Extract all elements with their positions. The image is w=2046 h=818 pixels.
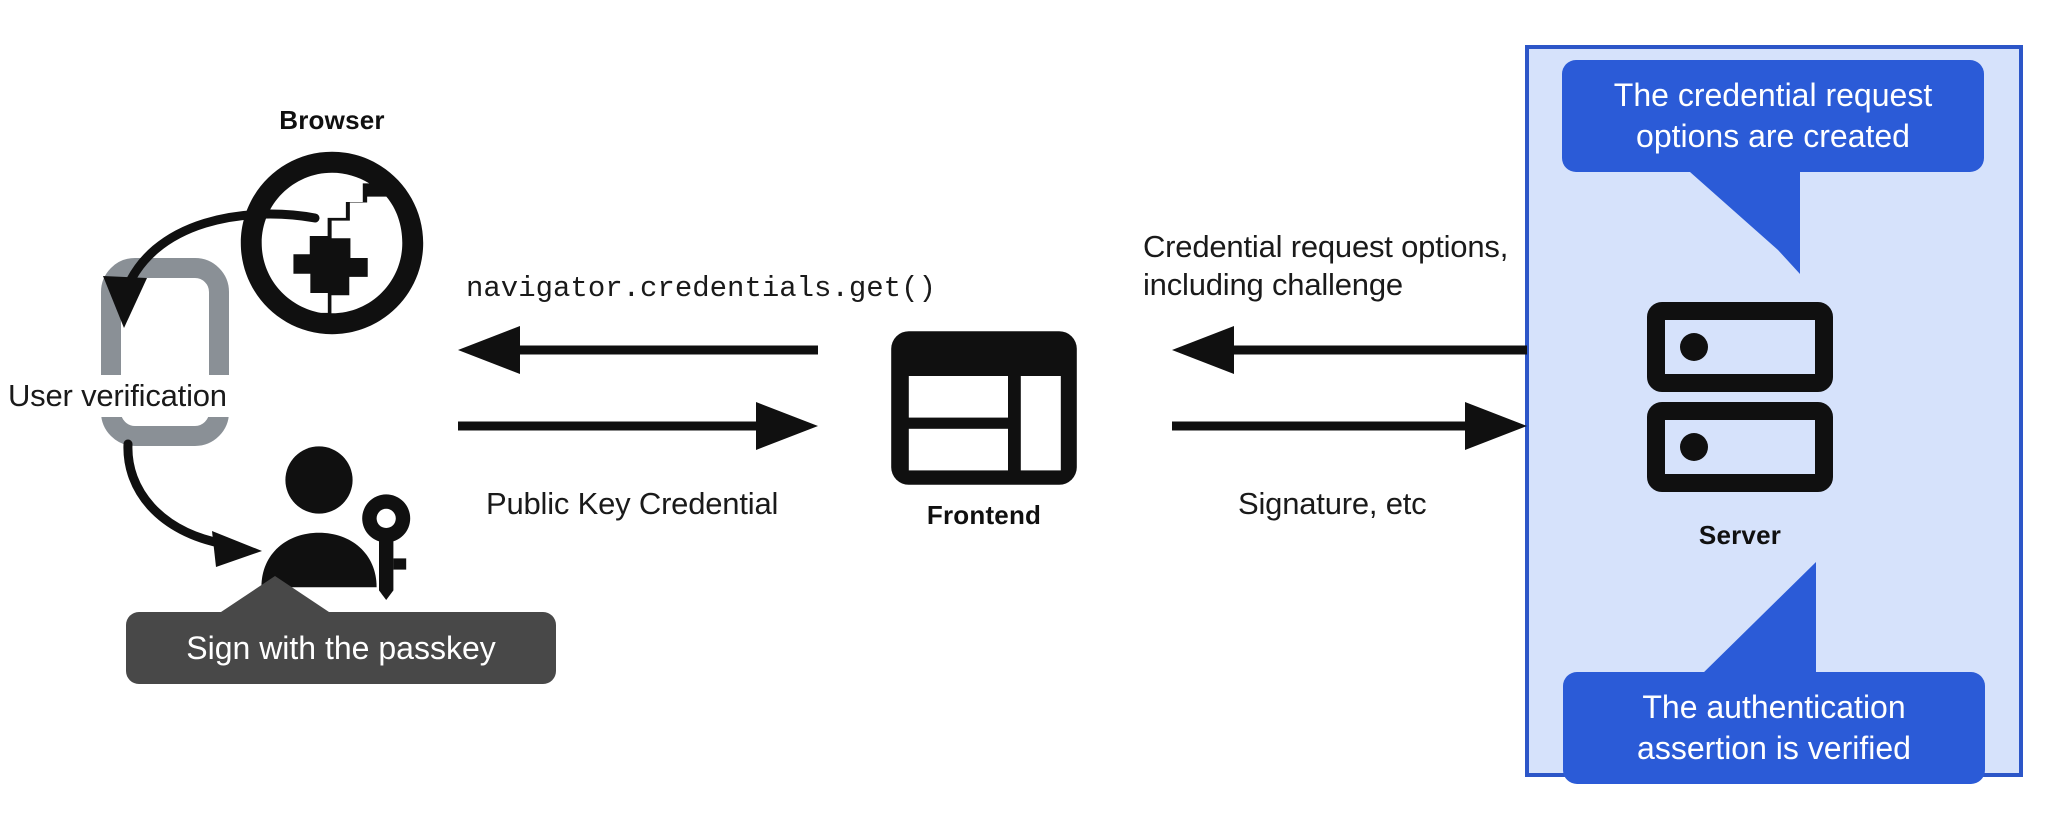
server-title: Server [1698,520,1782,550]
signature-etc-label: Signature, etc [1238,486,1427,521]
navigator-credentials-get-label: navigator.credentials.get() [466,272,936,305]
arrow-frontend-to-server [1172,402,1527,450]
server-rack-icon [1647,302,1833,492]
server-top-callout-tail [1680,172,1940,282]
person-with-key-icon [255,440,415,600]
server-bottom-callout-tail [1620,562,1880,682]
web-layout-icon [888,328,1080,488]
sign-with-passkey-tooltip: Sign with the passkey [126,612,556,684]
tooltip-notch [120,576,350,616]
server-callout-bottom: The authentication assertion is verified [1563,672,1985,784]
arrow-browser-to-frontend [458,402,818,450]
arrow-browser-to-phone [90,200,320,340]
globe-icon [237,148,427,338]
arrow-server-to-frontend [1172,326,1527,374]
server-callout-top: The credential request options are creat… [1562,60,1984,172]
arrow-phone-to-user [120,439,320,570]
arrow-frontend-to-browser [458,326,818,374]
user-verification-label: User verification [8,375,308,417]
public-key-credential-label: Public Key Credential [486,486,779,521]
credential-request-options-label: Credential request options, including ch… [1143,229,1509,302]
browser-title: Browser [279,105,385,135]
frontend-title: Frontend [926,500,1042,530]
